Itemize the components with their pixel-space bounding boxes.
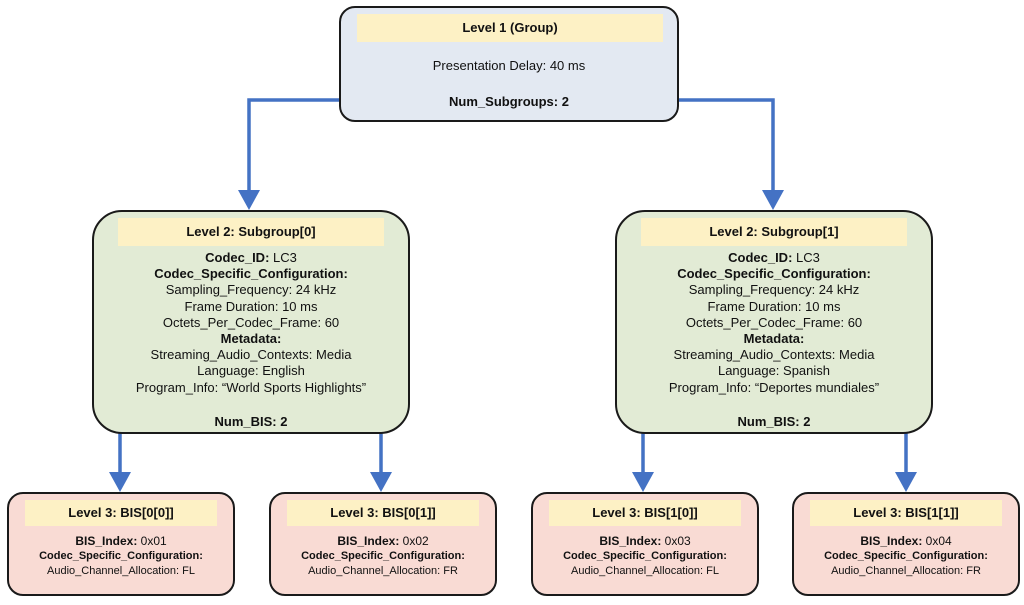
- arrow-head-bis-11: [895, 472, 917, 492]
- group-title: Level 1 (Group): [357, 14, 663, 42]
- bis-00-node: Level 3: BIS[0[0]] BIS_Index: 0x01 Codec…: [7, 492, 235, 596]
- channel-allocation: Audio_Channel_Allocation: FR: [831, 565, 981, 577]
- language: Language: English: [197, 363, 305, 379]
- group-node: Level 1 (Group) Presentation Delay: 40 m…: [339, 6, 679, 122]
- bis-index-line: BIS_Index: 0x04: [794, 534, 1018, 549]
- bis-index-label: BIS_Index:: [860, 534, 923, 548]
- audio-contexts: Streaming_Audio_Contexts: Media: [150, 347, 352, 363]
- octets-per-frame: Octets_Per_Codec_Frame: 60: [162, 314, 340, 330]
- bis-11-details: BIS_Index: 0x04 Codec_Specific_Configura…: [794, 534, 1018, 579]
- num-subgroups: Num_Subgroups: 2: [449, 94, 569, 109]
- arrow-head-bis-00: [109, 472, 131, 492]
- metadata-label: Metadata:: [220, 331, 282, 347]
- subgroup-0-title: Level 2: Subgroup[0]: [118, 218, 384, 246]
- bis-index-value: 0x02: [399, 534, 429, 548]
- bis-00-details: BIS_Index: 0x01 Codec_Specific_Configura…: [9, 534, 233, 579]
- codec-id-value: LC3: [792, 250, 820, 265]
- language: Language: Spanish: [717, 363, 831, 379]
- bis-01-title: Level 3: BIS[0[1]]: [287, 500, 479, 526]
- codec-config-label: Codec_Specific_Configuration:: [677, 266, 871, 282]
- codec-id-label: Codec_ID:: [728, 250, 793, 265]
- codec-id-value: LC3: [269, 250, 297, 265]
- frame-duration: Frame Duration: 10 ms: [707, 298, 841, 314]
- program-info: Program_Info: “Deportes mundiales”: [668, 379, 880, 395]
- bis-index-label: BIS_Index:: [599, 534, 662, 548]
- bis-index-line: BIS_Index: 0x03: [533, 534, 757, 549]
- bis-01-details: BIS_Index: 0x02 Codec_Specific_Configura…: [271, 534, 495, 579]
- bis-index-value: 0x01: [137, 534, 167, 548]
- presentation-delay: Presentation Delay: 40 ms: [432, 58, 586, 73]
- subgroup-0-node: Level 2: Subgroup[0] Codec_ID: LC3 Codec…: [92, 210, 410, 434]
- num-bis: Num_BIS: 2: [214, 414, 288, 429]
- channel-allocation: Audio_Channel_Allocation: FR: [308, 565, 458, 577]
- codec-config-label: Codec_Specific_Configuration:: [39, 550, 203, 562]
- program-info: Program_Info: “World Sports Highlights”: [135, 379, 367, 395]
- bis-01-node: Level 3: BIS[0[1]] BIS_Index: 0x02 Codec…: [269, 492, 497, 596]
- codec-id-line: Codec_ID: LC3: [617, 250, 931, 266]
- channel-allocation: Audio_Channel_Allocation: FL: [47, 565, 195, 577]
- bis-00-title: Level 3: BIS[0[0]]: [25, 500, 217, 526]
- bis-index-label: BIS_Index:: [75, 534, 138, 548]
- bis-10-details: BIS_Index: 0x03 Codec_Specific_Configura…: [533, 534, 757, 579]
- bis-11-node: Level 3: BIS[1[1]] BIS_Index: 0x04 Codec…: [792, 492, 1020, 596]
- bis-index-value: 0x04: [922, 534, 952, 548]
- sampling-frequency: Sampling_Frequency: 24 kHz: [688, 282, 860, 298]
- codec-config-label: Codec_Specific_Configuration:: [154, 266, 348, 282]
- sampling-frequency: Sampling_Frequency: 24 kHz: [165, 282, 337, 298]
- channel-allocation: Audio_Channel_Allocation: FL: [571, 565, 719, 577]
- subgroup-1-title: Level 2: Subgroup[1]: [641, 218, 907, 246]
- subgroup-0-details: Codec_ID: LC3 Codec_Specific_Configurati…: [94, 250, 408, 396]
- bis-11-title: Level 3: BIS[1[1]]: [810, 500, 1002, 526]
- codec-config-label: Codec_Specific_Configuration:: [563, 550, 727, 562]
- frame-duration: Frame Duration: 10 ms: [184, 298, 318, 314]
- arrow-head-subgroup-0: [238, 190, 260, 210]
- arrow-head-bis-01: [370, 472, 392, 492]
- subgroup-1-details: Codec_ID: LC3 Codec_Specific_Configurati…: [617, 250, 931, 396]
- subgroup-1-node: Level 2: Subgroup[1] Codec_ID: LC3 Codec…: [615, 210, 933, 434]
- bis-index-value: 0x03: [661, 534, 691, 548]
- metadata-label: Metadata:: [743, 331, 805, 347]
- arrow-head-bis-10: [632, 472, 654, 492]
- codec-config-label: Codec_Specific_Configuration:: [824, 550, 988, 562]
- codec-id-line: Codec_ID: LC3: [94, 250, 408, 266]
- num-bis: Num_BIS: 2: [737, 414, 811, 429]
- audio-contexts: Streaming_Audio_Contexts: Media: [673, 347, 875, 363]
- bis-10-title: Level 3: BIS[1[0]]: [549, 500, 741, 526]
- bis-index-line: BIS_Index: 0x02: [271, 534, 495, 549]
- bis-10-node: Level 3: BIS[1[0]] BIS_Index: 0x03 Codec…: [531, 492, 759, 596]
- codec-id-label: Codec_ID:: [205, 250, 270, 265]
- codec-config-label: Codec_Specific_Configuration:: [301, 550, 465, 562]
- bis-index-label: BIS_Index:: [337, 534, 400, 548]
- bis-index-line: BIS_Index: 0x01: [9, 534, 233, 549]
- arrow-head-subgroup-1: [762, 190, 784, 210]
- octets-per-frame: Octets_Per_Codec_Frame: 60: [685, 314, 863, 330]
